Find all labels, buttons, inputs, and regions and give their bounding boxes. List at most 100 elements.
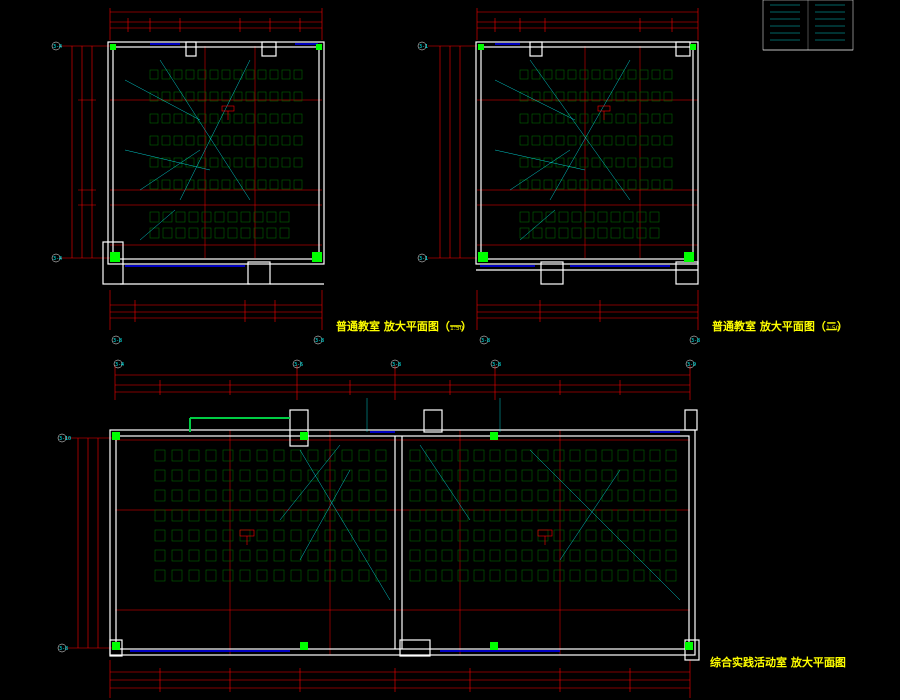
plan-2-annotation-lines	[494, 59, 631, 241]
desk	[425, 509, 437, 522]
desk	[521, 549, 533, 562]
desk	[663, 179, 673, 190]
desk	[173, 69, 183, 80]
desk	[209, 179, 219, 190]
desk	[222, 449, 234, 462]
desk	[409, 449, 421, 462]
desk	[375, 449, 387, 462]
plan-2: 3-1 3-1 3-8 3-8 普通教室 放大平面图（二） 1:50	[417, 8, 848, 345]
desk	[324, 569, 336, 582]
desk	[585, 509, 597, 522]
plan-2-walls	[475, 41, 699, 285]
desk	[358, 549, 370, 562]
desk	[567, 135, 577, 146]
plan-3-axis-left-top: 3-10	[59, 436, 71, 442]
plan-1-center-marker	[221, 105, 235, 120]
desk	[623, 227, 634, 239]
desk	[567, 179, 577, 190]
desk	[171, 569, 183, 582]
desk	[375, 509, 387, 522]
desk	[227, 227, 238, 239]
desk	[239, 469, 251, 482]
desk	[409, 529, 421, 542]
plan-1-axis-left-top: 3-4	[53, 44, 62, 50]
desk	[425, 529, 437, 542]
plan-2-axis-left-bottom: 3-1	[419, 256, 428, 262]
desk	[324, 469, 336, 482]
desk	[293, 113, 303, 124]
desk	[457, 569, 469, 582]
desk	[553, 469, 565, 482]
desk	[245, 91, 255, 102]
desk	[197, 91, 207, 102]
plan-3-scale: 1:50	[826, 661, 840, 668]
desk	[601, 469, 613, 482]
desk	[623, 211, 634, 223]
desk	[639, 69, 649, 80]
desk	[245, 69, 255, 80]
desk	[240, 227, 251, 239]
desk	[256, 509, 268, 522]
desk	[171, 489, 183, 502]
desk	[205, 529, 217, 542]
desk	[473, 489, 485, 502]
desk	[173, 135, 183, 146]
desk	[457, 549, 469, 562]
desk	[307, 509, 319, 522]
desk	[425, 469, 437, 482]
desk	[197, 179, 207, 190]
desk	[162, 227, 173, 239]
desk	[358, 469, 370, 482]
desk	[222, 569, 234, 582]
desk	[617, 509, 629, 522]
desk	[651, 69, 661, 80]
desk	[639, 91, 649, 102]
desk	[149, 113, 159, 124]
desk	[188, 549, 200, 562]
desk	[591, 113, 601, 124]
desk	[615, 157, 625, 168]
desk	[222, 489, 234, 502]
desk	[615, 113, 625, 124]
desk	[161, 135, 171, 146]
desk	[579, 69, 589, 80]
desk	[205, 449, 217, 462]
desk	[633, 549, 645, 562]
desk	[665, 469, 677, 482]
desk	[531, 69, 541, 80]
desk	[553, 489, 565, 502]
desk	[441, 449, 453, 462]
desk	[633, 509, 645, 522]
desk	[663, 91, 673, 102]
desk	[627, 179, 637, 190]
desk	[601, 529, 613, 542]
desk	[205, 549, 217, 562]
desk	[571, 211, 582, 223]
desk	[457, 509, 469, 522]
plan-1-windows	[125, 43, 318, 267]
desk	[188, 449, 200, 462]
desk	[569, 529, 581, 542]
desk	[591, 135, 601, 146]
desk	[617, 449, 629, 462]
desk	[505, 489, 517, 502]
desk	[519, 113, 529, 124]
desk	[273, 449, 285, 462]
plan-3-axis-left-bottom: 3-8	[59, 646, 68, 652]
desk	[222, 469, 234, 482]
desk	[162, 211, 173, 223]
desk	[665, 449, 677, 462]
desk	[519, 135, 529, 146]
desk	[214, 211, 225, 223]
desk	[649, 227, 660, 239]
desk	[279, 227, 290, 239]
desk	[171, 509, 183, 522]
desk	[601, 509, 613, 522]
desk	[257, 157, 267, 168]
desk	[489, 469, 501, 482]
plan-2-axis-bubbles	[417, 41, 699, 345]
plan-3-desks	[154, 449, 677, 582]
desk	[441, 489, 453, 502]
desk	[175, 211, 186, 223]
desk	[233, 91, 243, 102]
